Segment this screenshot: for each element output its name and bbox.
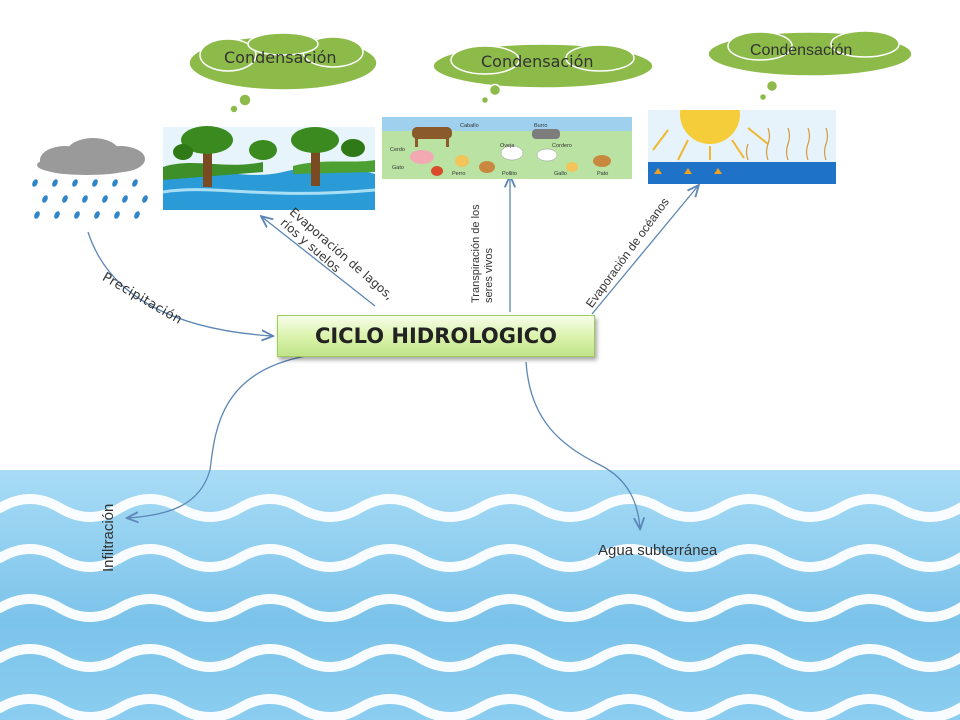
condensation-label-1: Condensación: [224, 48, 337, 67]
animal-label-5: Gato: [392, 165, 404, 171]
animal-label-6: Perro: [452, 171, 465, 177]
water-background: [0, 470, 960, 720]
farm-animals-image: Caballo Burro Cerdo Oveja Cordero Gato P…: [382, 117, 632, 179]
transpiration-text: Transpiración de los seres vivos: [470, 204, 495, 303]
precipitation-arrow: [87, 231, 272, 336]
evaporation-oceans-arrow: [591, 186, 698, 315]
animal-label-7: Pollito: [502, 171, 517, 177]
condensation-cloud-3: [707, 30, 913, 102]
condensation-cloud-1: [188, 32, 378, 114]
animal-label-0: Caballo: [460, 123, 479, 129]
animal-label-8: Gallo: [554, 171, 567, 177]
condensation-label-3: Condensación: [750, 42, 853, 59]
central-node: CICLO HIDROLOGICO: [277, 315, 595, 357]
rain-cloud-icon: [32, 138, 148, 219]
groundwater-arrow: [525, 361, 640, 528]
infiltration-label: Infiltración: [100, 503, 117, 572]
animal-label-2: Cerdo: [390, 147, 405, 153]
animal-label-4: Cordero: [552, 143, 572, 149]
groundwater-label: Agua subterránea: [598, 542, 718, 559]
condensation-cloud-2: [432, 43, 654, 105]
central-node-title: CICLO HIDROLOGICO: [314, 324, 558, 348]
sun-ocean-evaporation-image: [648, 110, 836, 184]
evaporation-lakes-arrow: [262, 217, 376, 307]
condensation-label-2: Condensación: [481, 52, 594, 71]
animal-label-3: Oveja: [500, 143, 515, 149]
animal-label-9: Pato: [597, 171, 608, 177]
transpiration-label: Transpiración de los seres vivos: [470, 188, 496, 303]
river-landscape-image: [163, 122, 375, 210]
infiltration-arrow: [128, 355, 307, 518]
animal-label-1: Burro: [534, 123, 547, 129]
